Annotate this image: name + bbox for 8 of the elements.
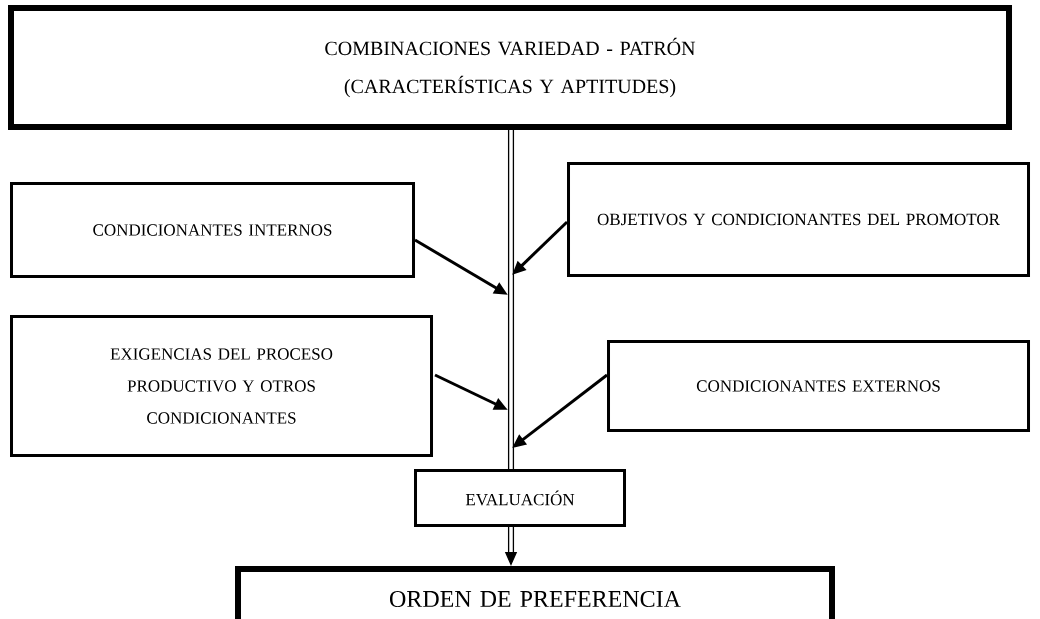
factor-box: EXIGENCIAS DEL PROCESO PRODUCTIVO Y OTROS CONDICIONANTES [10, 315, 433, 457]
process-box: EVALUACIÓN [414, 469, 626, 527]
double-line [507, 130, 515, 469]
result-box: ORDEN DE PREFERENCIA [235, 566, 835, 619]
factor-box: CONDICIONANTES INTERNOS [10, 182, 415, 278]
factor-box: OBJETIVOS Y CONDICIONANTES DEL PROMOTOR [567, 162, 1030, 277]
top-box: COMBINACIONES VARIEDAD - PATRÓN (CARACTERÍSTICAS Y APTITUDES) [8, 5, 1012, 130]
factor-box: CONDICIONANTES EXTERNOS [607, 340, 1030, 432]
